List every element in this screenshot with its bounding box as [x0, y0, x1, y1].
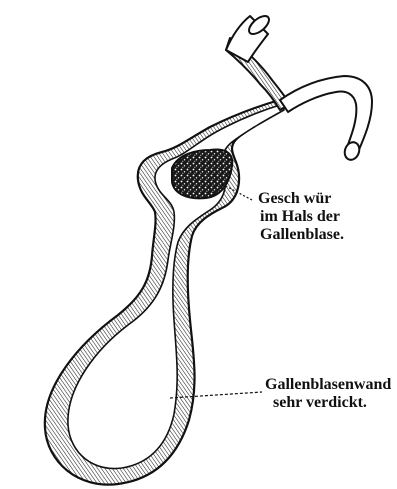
wall-label-line1: Gallenblasenwand [265, 376, 391, 394]
common-duct [280, 76, 372, 152]
ulcer-label-line3: Gallenblase. [250, 226, 344, 244]
ulcer-label-line2: im Hals der [250, 208, 344, 226]
wall-label: Gallenblasenwand sehr verdickt. [265, 376, 391, 412]
ulcer-label-line1: Gesch wür [250, 190, 344, 208]
ulcer-label: Gesch wür im Hals der Gallenblase. [250, 190, 344, 244]
wall-label-line2: sehr verdickt. [265, 394, 391, 412]
